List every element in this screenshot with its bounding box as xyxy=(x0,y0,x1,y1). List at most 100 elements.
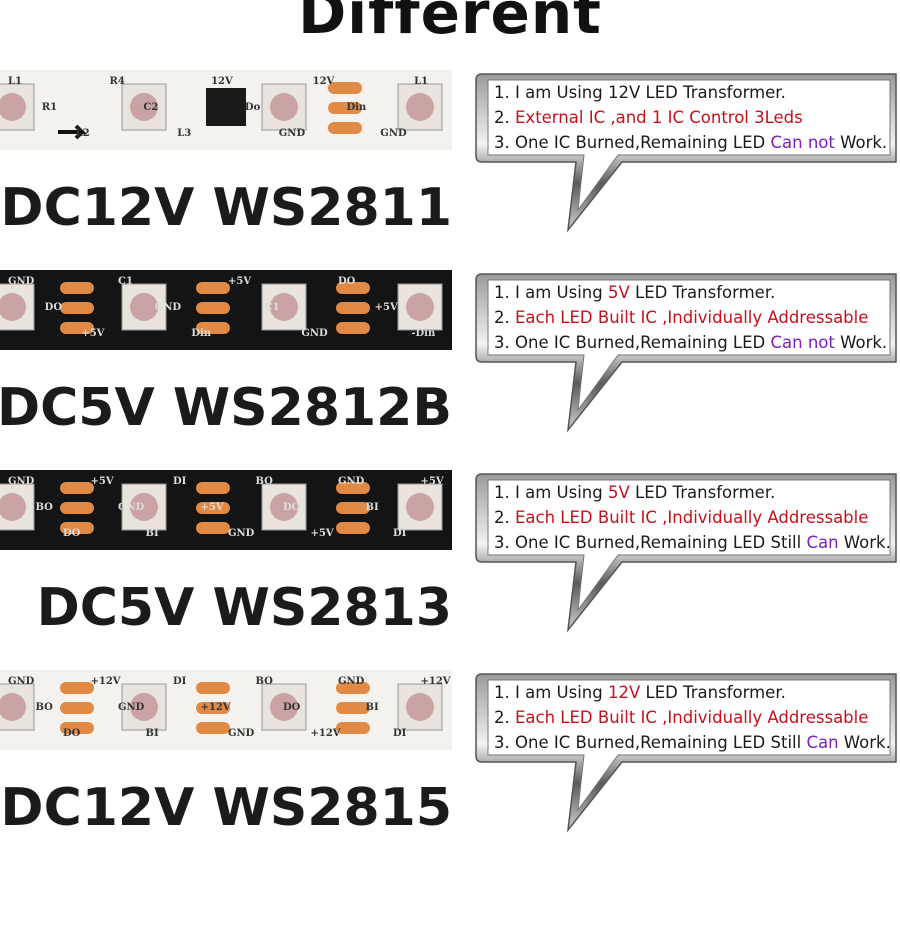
led-lens xyxy=(130,293,158,321)
copper-pad xyxy=(60,302,94,314)
copper-pad xyxy=(336,522,370,534)
led-lens xyxy=(270,293,298,321)
led-lens xyxy=(270,93,298,121)
copper-pad xyxy=(60,322,94,334)
callout-line-3: 3. One IC Burned,Remaining LED Still Can… xyxy=(494,733,891,752)
callout-line-1: 1. I am Using 12V LED Transformer. xyxy=(494,83,786,102)
copper-pad xyxy=(60,702,94,714)
strip-label: DI xyxy=(393,728,407,739)
led-lens xyxy=(0,693,26,721)
model-label: DC12V WS2815 xyxy=(0,778,452,838)
copper-pad xyxy=(196,722,230,734)
copper-pad xyxy=(196,702,230,714)
callout-line-3: 3. One IC Burned,Remaining LED Still Can… xyxy=(494,533,891,552)
strip-label: L2 xyxy=(76,128,90,139)
strip-label: GND xyxy=(338,676,365,687)
led-lens xyxy=(0,93,26,121)
speech-callout: 1. I am Using 12V LED Transformer. 2. Ex… xyxy=(472,70,900,235)
strip-label: -Din xyxy=(411,328,436,339)
copper-pad xyxy=(328,82,362,94)
ic-chip xyxy=(206,88,246,126)
callout-line-2: 2. Each LED Built IC ,Individually Addre… xyxy=(494,308,869,327)
model-label: DC5V WS2813 xyxy=(36,578,452,638)
arrow-icon xyxy=(58,124,87,140)
strip-label: +5V xyxy=(201,502,224,513)
strip-label: +5V xyxy=(421,476,444,487)
strip-label: +12V xyxy=(421,676,451,687)
strip-label: C1 xyxy=(118,276,133,287)
copper-pad xyxy=(196,482,230,494)
copper-pad xyxy=(336,482,370,494)
strip-label: Din xyxy=(346,102,366,113)
strip-label: DO xyxy=(283,702,301,713)
led-lens xyxy=(406,293,434,321)
copper-pad xyxy=(60,482,94,494)
strip-label: C1 xyxy=(265,302,280,313)
callout-bubble-shape xyxy=(475,73,897,233)
led-lens xyxy=(406,493,434,521)
strip-label: GND xyxy=(118,702,145,713)
strip-label: BO xyxy=(256,676,274,687)
speech-callout: 1. I am Using 12V LED Transformer. 2. Ea… xyxy=(472,670,900,835)
strip-label: 12V xyxy=(313,76,335,87)
strip-label: L1 xyxy=(8,76,22,87)
strip-label: GND xyxy=(301,328,328,339)
callout-line-2: 2. Each LED Built IC ,Individually Addre… xyxy=(494,508,869,527)
copper-pad xyxy=(328,102,362,114)
copper-pad xyxy=(60,682,94,694)
callout-bubble-shape xyxy=(475,473,897,633)
strip-label: BO xyxy=(36,502,54,513)
copper-pad xyxy=(60,522,94,534)
led-lens xyxy=(270,493,298,521)
strip-label: DI xyxy=(173,676,187,687)
strip-label: R4 xyxy=(110,76,125,87)
copper-pad xyxy=(336,682,370,694)
callout-line-3: 3. One IC Burned,Remaining LED Can not W… xyxy=(494,133,888,152)
strip-label: L1 xyxy=(414,76,428,87)
strip-label: L3 xyxy=(177,128,191,139)
strip-label: BI xyxy=(146,528,159,539)
callout-line-3: 3. One IC Burned,Remaining LED Can not W… xyxy=(494,333,888,352)
led-lens xyxy=(130,493,158,521)
strip-label: GND xyxy=(338,476,365,487)
page-title: Different xyxy=(298,0,602,47)
strip-label: Din xyxy=(191,328,211,339)
led-lens xyxy=(270,693,298,721)
strip-label: +5V xyxy=(375,302,398,313)
strip-label: DO xyxy=(63,528,81,539)
strip-label: GND xyxy=(8,676,35,687)
speech-callout: 1. I am Using 5V LED Transformer. 2. Eac… xyxy=(472,470,900,635)
led-lens xyxy=(406,693,434,721)
copper-pad xyxy=(336,322,370,334)
led-lens xyxy=(406,93,434,121)
copper-pad xyxy=(196,682,230,694)
led-lens xyxy=(130,93,158,121)
strip-label: GND xyxy=(118,502,145,513)
copper-pad xyxy=(60,722,94,734)
copper-pad xyxy=(336,702,370,714)
copper-pad xyxy=(336,302,370,314)
copper-pad xyxy=(196,302,230,314)
callout-line-2: 2. Each LED Built IC ,Individually Addre… xyxy=(494,708,869,727)
led-lens xyxy=(0,493,26,521)
copper-pad xyxy=(328,122,362,134)
strip-label: GND xyxy=(279,128,306,139)
strip-label: DI xyxy=(393,528,407,539)
strip-label: BI xyxy=(146,728,159,739)
strip-label: +12V xyxy=(201,702,231,713)
strip-label: BI xyxy=(366,702,379,713)
strip-label: DO xyxy=(45,302,63,313)
callout-bubble-shape xyxy=(475,673,897,833)
strip-label: BI xyxy=(366,502,379,513)
strip-label: GND xyxy=(155,302,182,313)
strip-label: GND xyxy=(228,528,255,539)
strip-label: +12V xyxy=(311,728,341,739)
copper-pad xyxy=(196,322,230,334)
model-label: DC12V WS2811 xyxy=(0,178,452,238)
strip-label: C2 xyxy=(143,102,158,113)
